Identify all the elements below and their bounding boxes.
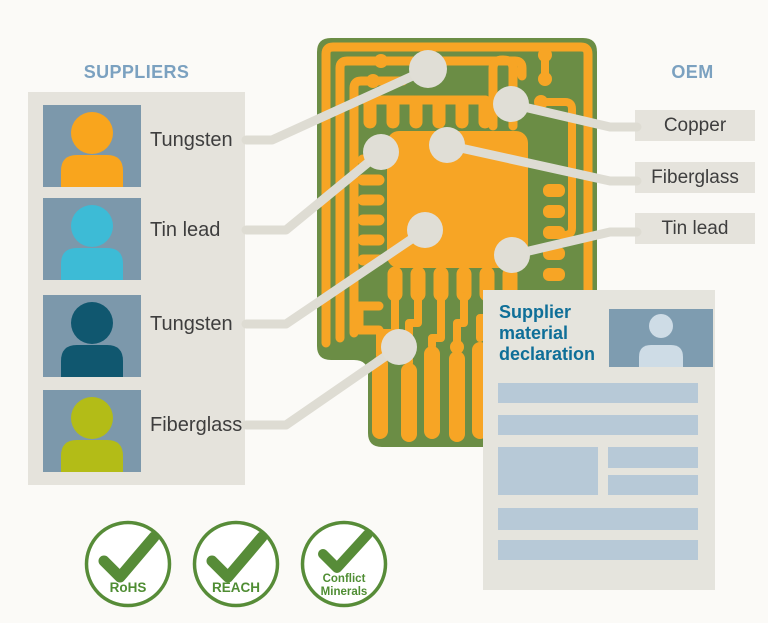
badge-conflict-minerals: Conflict Minerals	[298, 518, 390, 610]
badge-label: RoHS	[110, 580, 147, 595]
supplier-material-label: Tin lead	[150, 219, 221, 241]
supplier-material-label: Tungsten	[150, 129, 233, 151]
document-text-bar	[498, 415, 698, 435]
checkmark-icon	[206, 531, 268, 583]
suppliers-heading: SUPPLIERS	[83, 62, 190, 82]
checkmark-icon	[318, 529, 373, 573]
supplier-avatar	[43, 295, 141, 377]
supplier-avatar	[43, 390, 141, 472]
document-photo	[609, 309, 713, 367]
badge-rohs: RoHS	[82, 518, 174, 610]
pcb-chip-pad	[387, 131, 528, 268]
supplier-material-label: Tungsten	[150, 313, 233, 335]
document-text-block	[498, 447, 598, 495]
document-text-bar	[608, 475, 698, 495]
person-icon	[61, 302, 123, 377]
supplier-material-label: Fiberglass	[150, 414, 243, 436]
person-icon	[61, 112, 123, 187]
document-text-bar	[498, 383, 698, 403]
badge-label: REACH	[212, 580, 260, 595]
oem-label-tin-lead: Tin lead	[635, 213, 755, 244]
supplier-avatar	[43, 198, 141, 280]
oem-heading: OEM	[671, 62, 714, 82]
checkmark-icon	[98, 531, 160, 583]
oem-label-fiberglass: Fiberglass	[635, 162, 755, 193]
document-title: Supplier material declaration	[499, 302, 596, 364]
supplier-avatar	[43, 105, 141, 187]
badge-label-line2: Minerals	[321, 586, 368, 598]
person-icon	[639, 314, 683, 367]
document-text-bar	[608, 447, 698, 468]
document-text-bar	[498, 540, 698, 560]
person-icon	[61, 397, 123, 472]
suppliers-panel: Tungsten Tin lead Tungsten Fiberglass	[28, 92, 245, 485]
badge-reach: REACH	[190, 518, 282, 610]
document-text-bar	[498, 508, 698, 530]
badge-label-line1: Conflict	[323, 573, 366, 585]
oem-label-copper: Copper	[635, 110, 755, 141]
person-icon	[61, 205, 123, 280]
document-card: Supplier material declaration	[483, 290, 715, 590]
